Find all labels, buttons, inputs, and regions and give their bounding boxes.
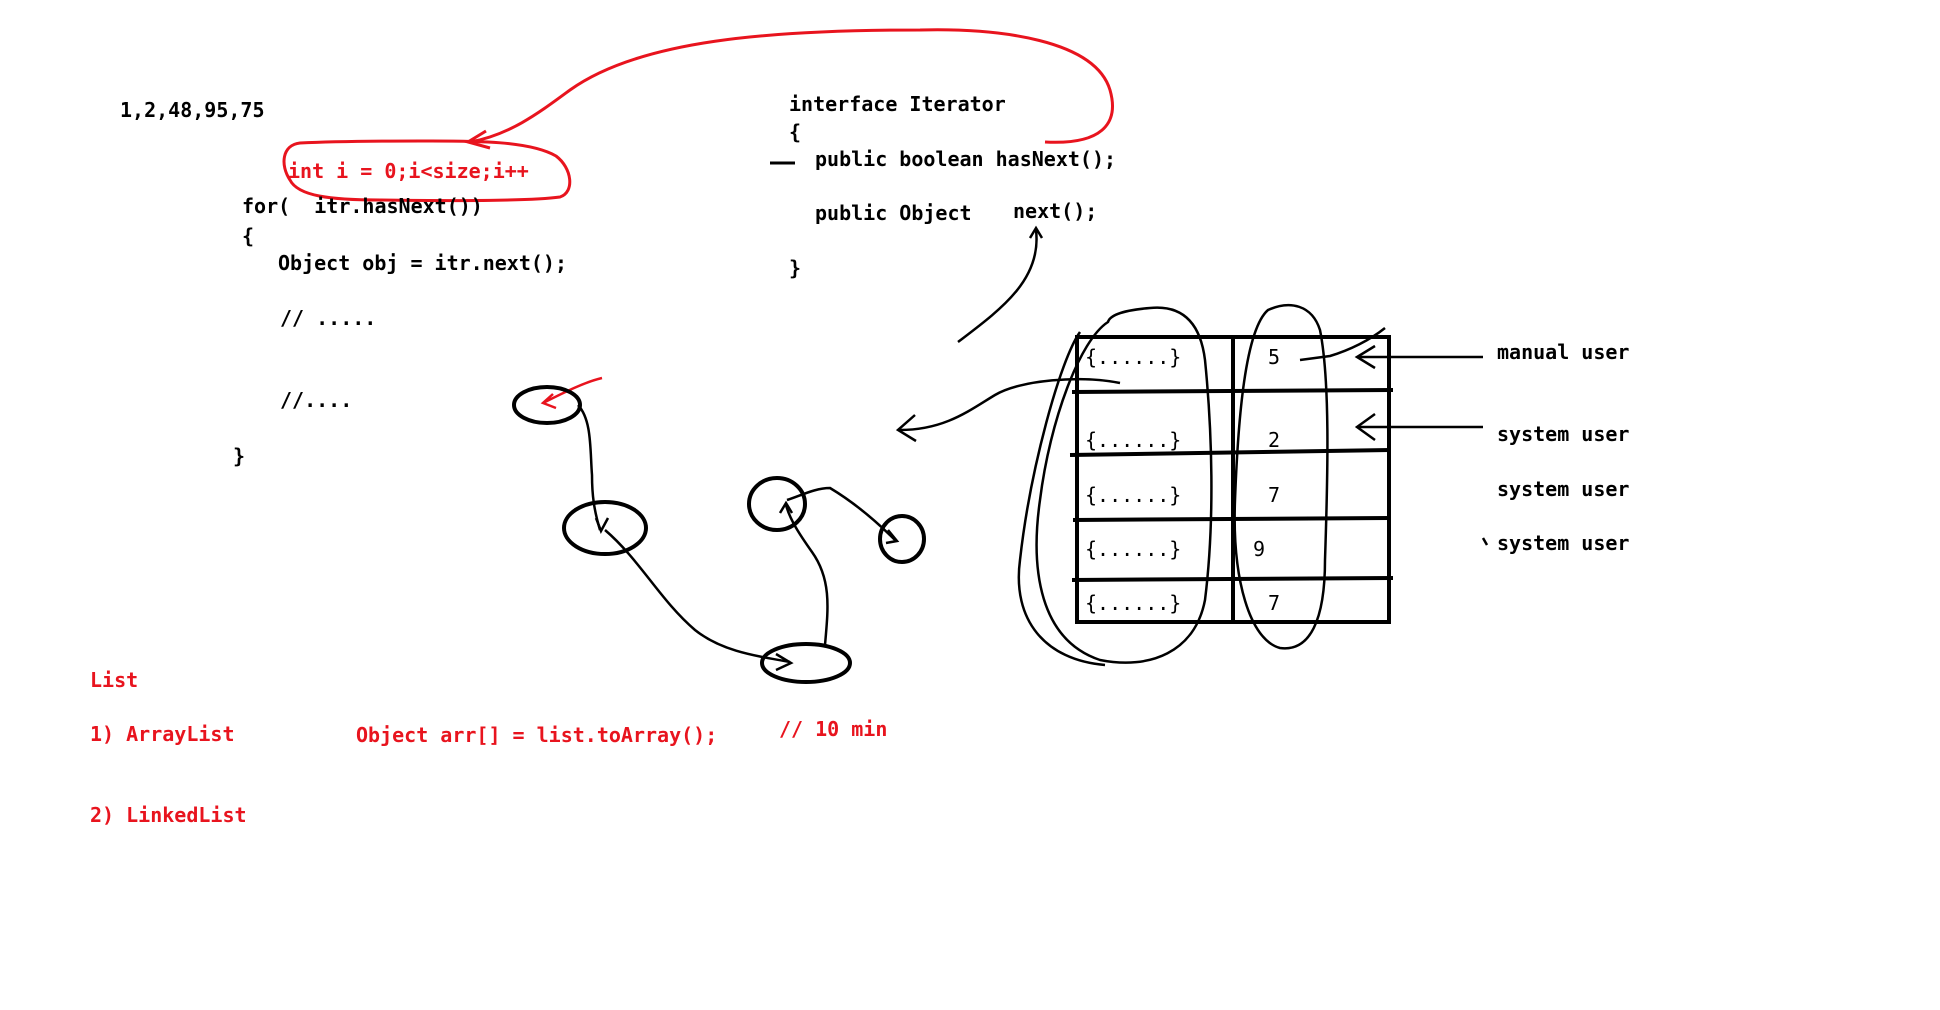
loop-comment-2: //.... bbox=[280, 388, 353, 412]
label-arrows bbox=[1354, 344, 1489, 546]
table-cell-num-2: 2 bbox=[1268, 428, 1281, 452]
table-cell-num-3: 7 bbox=[1268, 483, 1281, 507]
to-array-line: Object arr[] = list.toArray(); bbox=[356, 723, 718, 747]
iterator-close-brace: } bbox=[789, 256, 802, 280]
iterator-header: interface Iterator bbox=[789, 92, 1006, 116]
table-cell-obj-2: {......} bbox=[1085, 428, 1182, 452]
table-cell-obj-1: {......} bbox=[1085, 345, 1182, 369]
list-heading: List bbox=[90, 668, 139, 692]
table-grid bbox=[1069, 335, 1394, 624]
for-statement: for( itr.hasNext()) bbox=[242, 194, 483, 218]
loop-comment-1: // ..... bbox=[280, 306, 377, 330]
circle-node-3 bbox=[760, 642, 852, 684]
user-label-3: system user bbox=[1497, 477, 1630, 501]
iterator-method-next-name: next(); bbox=[1013, 199, 1098, 223]
red-curve-arrow bbox=[469, 28, 1114, 144]
user-label-1: manual user bbox=[1497, 340, 1630, 364]
column-loops bbox=[1017, 303, 1386, 667]
user-label-4: system user bbox=[1497, 531, 1630, 555]
row-pointer-curve bbox=[899, 377, 1121, 432]
list-item-arraylist: 1) ArrayList bbox=[90, 722, 235, 746]
circle-node-1 bbox=[512, 385, 582, 425]
table-cell-num-1: 5 bbox=[1268, 345, 1281, 369]
row-pointer-arrowhead bbox=[895, 414, 917, 443]
loop-open-brace: { bbox=[242, 224, 255, 248]
user-label-2: system user bbox=[1497, 422, 1630, 446]
next-arrow-tick bbox=[1028, 225, 1044, 239]
loop-close-brace: } bbox=[233, 444, 246, 468]
circle-node-2 bbox=[562, 500, 648, 556]
time-note: // 10 min bbox=[779, 717, 888, 741]
iterator-method-hasnext: public boolean hasNext(); bbox=[815, 147, 1117, 171]
table-cell-obj-5: {......} bbox=[1085, 591, 1182, 615]
loop-body-line: Object obj = itr.next(); bbox=[278, 251, 567, 275]
iterator-method-next-type: public Object bbox=[815, 201, 972, 225]
table-cell-num-5: 7 bbox=[1268, 591, 1281, 615]
numbers-line: 1,2,48,95,75 bbox=[120, 98, 265, 122]
red-condition-outline bbox=[282, 139, 572, 203]
circle-connectors bbox=[577, 404, 900, 672]
table-cell-obj-4: {......} bbox=[1085, 537, 1182, 561]
circle-node-5 bbox=[878, 514, 926, 564]
table-cell-obj-3: {......} bbox=[1085, 483, 1182, 507]
red-small-arrow bbox=[540, 376, 603, 410]
red-loop-condition: int i = 0;i<size;i++ bbox=[288, 159, 529, 183]
table-cell-num-4: 9 bbox=[1253, 537, 1266, 561]
red-arrowhead bbox=[464, 129, 491, 150]
list-item-linkedlist: 2) LinkedList bbox=[90, 803, 247, 827]
circle-node-4 bbox=[747, 476, 807, 532]
iterator-open-brace: { bbox=[789, 120, 802, 144]
next-curve bbox=[957, 229, 1038, 343]
